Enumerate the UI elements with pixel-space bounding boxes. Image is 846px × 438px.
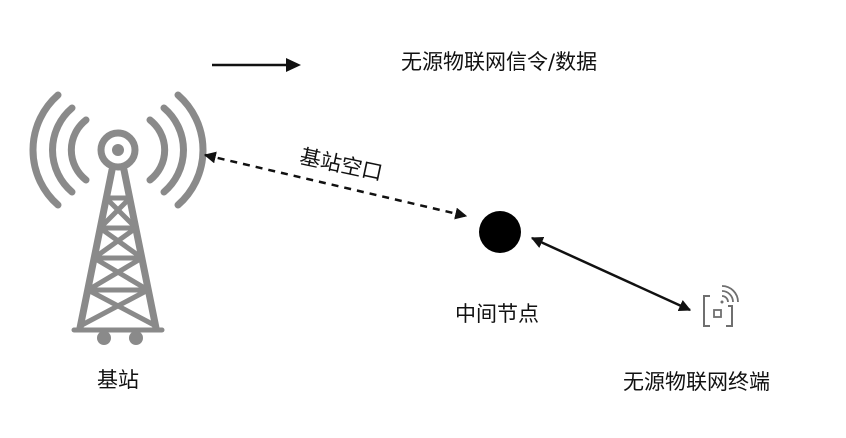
intermediate-node-dot xyxy=(479,211,521,253)
node-terminal-link xyxy=(530,236,692,312)
legend-arrow xyxy=(212,58,301,72)
air-interface-link xyxy=(203,151,468,220)
iot-terminal-icon xyxy=(703,285,739,327)
intermediate-node-label: 中间节点 xyxy=(455,302,539,326)
base-station-label: 基站 xyxy=(97,368,139,392)
terminal-label: 无源物联网终端 xyxy=(623,370,770,394)
legend-label: 无源物联网信令/数据 xyxy=(401,50,598,74)
cell-tower-icon xyxy=(29,91,207,345)
